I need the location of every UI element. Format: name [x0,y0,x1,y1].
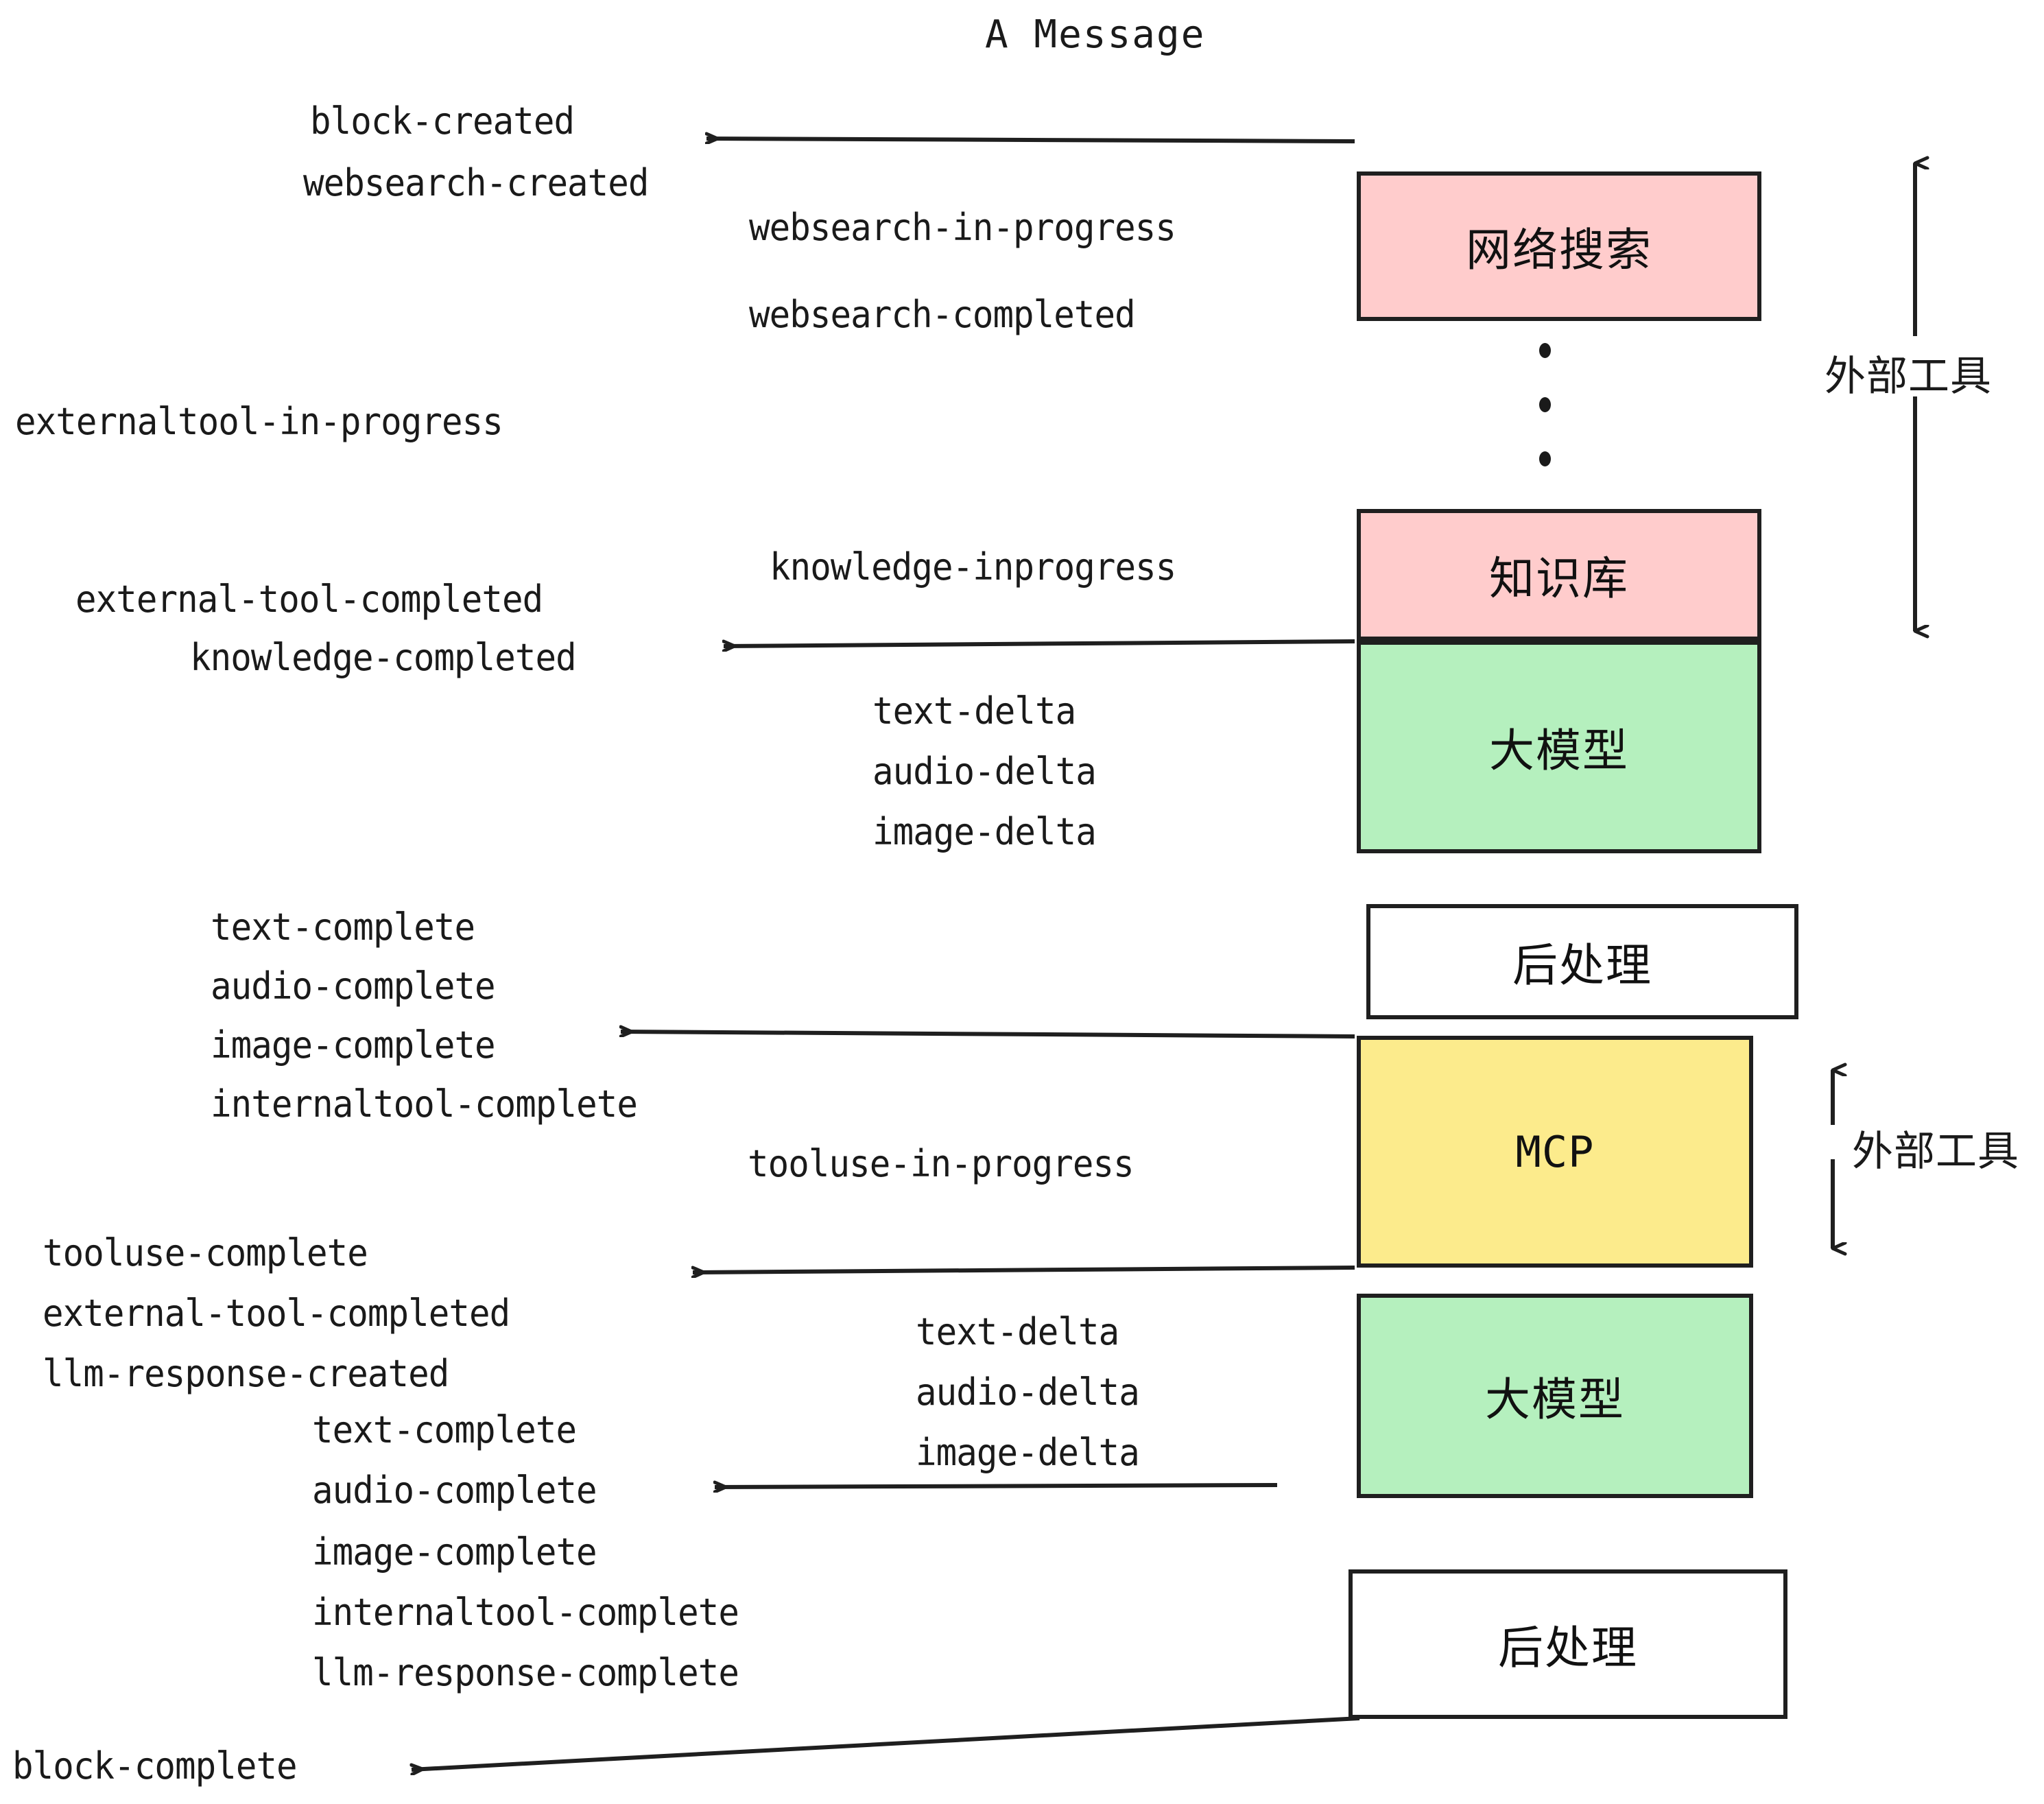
event-text-delta-2: text-delta [916,1310,1119,1353]
node-llm-2[interactable]: 大模型 [1357,1294,1753,1498]
page-title: A Message [985,12,1206,57]
event-audio-complete-2: audio-complete [312,1469,597,1512]
arrow-knowledge-to-left [724,639,1355,646]
node-websearch[interactable]: 网络搜索 [1357,171,1761,321]
event-audio-delta-2: audio-delta [916,1370,1140,1414]
arrow-websearch-to-left [706,139,1355,141]
event-websearch-completed: websearch-completed [749,293,1136,336]
ellipsis-vertical [1538,343,1552,466]
arrow-postprocess2-to-left [412,1716,1360,1770]
event-text-delta-1: text-delta [872,689,1076,733]
event-text-complete-2: text-complete [312,1408,577,1451]
event-tooluse-in-progress: tooluse-in-progress [748,1142,1134,1185]
arrow-mcp-to-left [693,1266,1355,1272]
side-label-external-tool-top: 外部工具 [1825,353,1992,401]
event-audio-delta-1: audio-delta [872,750,1097,793]
arrow-llm2-to-left [715,1485,1278,1487]
event-llm-response-created: llm-response-created [43,1352,449,1395]
event-image-complete-1: image-complete [211,1023,496,1067]
ellipsis-dot [1538,451,1551,466]
event-image-delta-2: image-delta [916,1431,1140,1474]
event-text-complete-1: text-complete [211,905,475,949]
node-postprocess-1[interactable]: 后处理 [1366,904,1798,1019]
event-llm-response-complete: llm-response-complete [312,1651,739,1694]
event-block-created: block-created [310,99,575,143]
event-external-tool-completed-1: external-tool-completed [75,578,543,621]
event-knowledge-completed: knowledge-completed [190,636,577,679]
arrow-postprocess1-to-left [621,1032,1355,1039]
event-tooluse-complete: tooluse-complete [43,1231,368,1274]
event-websearch-created: websearch-created [303,161,649,204]
node-llm-1[interactable]: 大模型 [1357,641,1761,853]
ellipsis-dot [1538,397,1551,412]
event-image-complete-2: image-complete [312,1530,597,1574]
side-label-external-tool-bottom: 外部工具 [1852,1128,2019,1176]
event-audio-complete-1: audio-complete [211,964,496,1008]
node-knowledge-base[interactable]: 知识库 [1357,509,1761,641]
node-postprocess-2[interactable]: 后处理 [1348,1569,1787,1719]
event-internaltool-complete-1: internaltool-complete [211,1082,638,1126]
event-knowledge-inprogress: knowledge-inprogress [770,545,1176,589]
event-internaltool-complete-2: internaltool-complete [312,1591,739,1634]
event-externaltool-in-progress: externaltool-in-progress [15,400,503,443]
event-external-tool-completed-2: external-tool-completed [43,1292,510,1335]
node-mcp[interactable]: MCP [1357,1036,1753,1268]
event-block-complete: block-complete [12,1744,298,1788]
event-image-delta-1: image-delta [872,810,1097,853]
event-websearch-in-progress: websearch-in-progress [749,206,1176,249]
ellipsis-dot [1538,343,1551,358]
